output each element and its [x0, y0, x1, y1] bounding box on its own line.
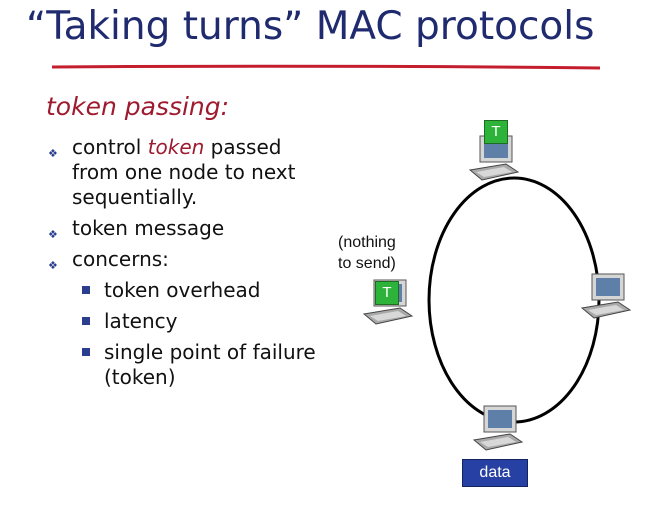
slide-title: “Taking turns” MAC protocols [26, 4, 595, 49]
nothing-to-send-note: (nothing to send) [338, 234, 396, 272]
computer-bottom-icon [470, 404, 524, 462]
sub-bullet-item: token overhead [72, 278, 330, 303]
bullet-list: ❖ control token passed from one node to … [40, 135, 330, 396]
bullet-item: ❖ token message [40, 216, 330, 241]
title-underline [52, 64, 600, 70]
computer-right-icon [578, 272, 632, 330]
diamond-bullet-icon: ❖ [48, 147, 58, 160]
square-bullet-icon [82, 317, 90, 325]
data-frame-box: data [462, 459, 528, 487]
emphasis-token: token [147, 135, 205, 159]
token-icon: T [484, 120, 508, 144]
square-bullet-icon [82, 348, 90, 356]
diamond-bullet-icon: ❖ [48, 259, 58, 272]
token-icon: T [375, 281, 399, 305]
sub-bullet-list: token overhead latency single point of f… [72, 278, 330, 390]
diamond-bullet-icon: ❖ [48, 228, 58, 241]
square-bullet-icon [82, 286, 90, 294]
bullet-item: ❖ concerns: token overhead latency singl… [40, 247, 330, 390]
computer-top-icon [466, 134, 520, 192]
section-heading: token passing: [46, 92, 230, 121]
sub-bullet-item: single point of failure (token) [72, 340, 330, 390]
bullet-item: ❖ control token passed from one node to … [48, 135, 296, 209]
ring-link [427, 176, 601, 424]
sub-bullet-item: latency [72, 309, 330, 334]
